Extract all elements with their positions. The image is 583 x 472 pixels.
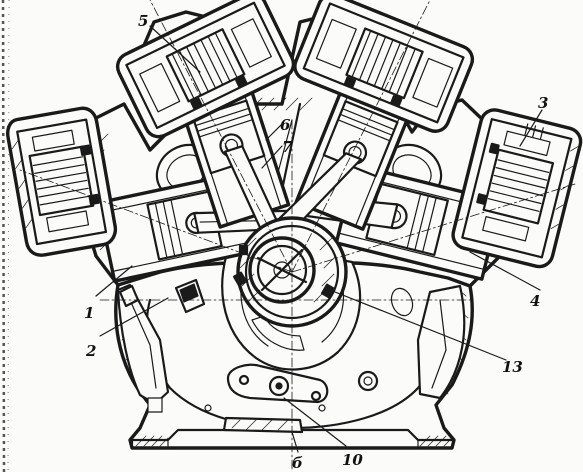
centerlines	[19, 0, 576, 471]
callout-label-5: 5	[138, 12, 148, 30]
callout-labels: 1 2 3 4 5 6 7 10 13 б	[84, 12, 548, 472]
callout-label-2: 2	[85, 342, 96, 360]
crankshaft-assembly	[232, 216, 348, 328]
scanned-page-edge	[1, 0, 10, 472]
callout-label-13: 13	[502, 358, 523, 376]
callout-label-1: 1	[84, 304, 94, 322]
callout-label-7: 7	[282, 138, 293, 156]
callout-label-10: 10	[342, 451, 363, 469]
left-upper-cylinder-assembly	[181, 88, 291, 247]
upper-right-valve-head	[293, 0, 475, 133]
callout-label-b: б	[292, 454, 303, 472]
right-upper-cylinder-assembly	[270, 89, 410, 239]
callout-label-4: 4	[530, 292, 540, 310]
callout-label-6: 6	[280, 116, 291, 134]
upper-left-valve-head	[115, 0, 296, 139]
right-valve-head	[451, 108, 583, 269]
leader-lines	[95, 25, 543, 453]
callout-label-3: 3	[538, 94, 548, 112]
left-valve-head	[6, 106, 118, 257]
